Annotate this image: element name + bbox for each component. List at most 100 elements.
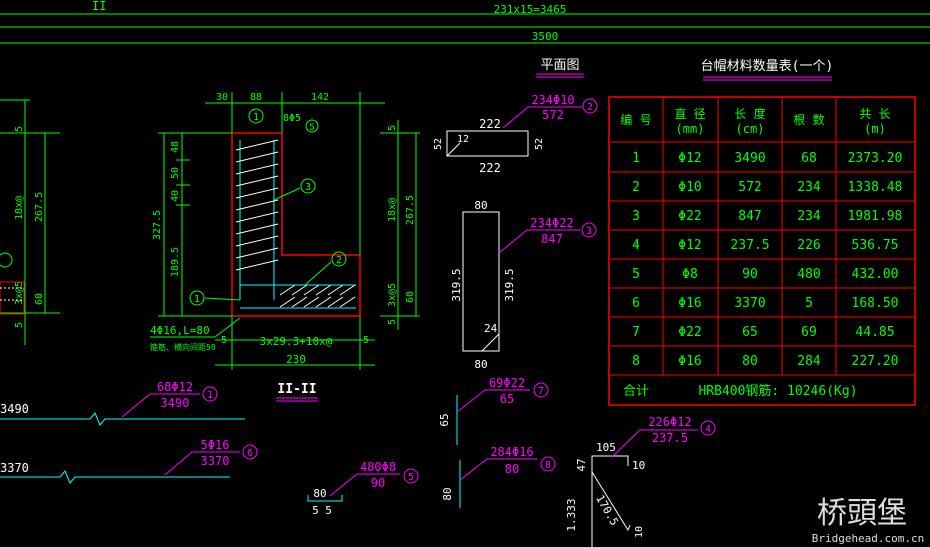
s5-len: 90 [371,476,385,490]
material-table: 台帽材料数量表(一个) 编 号 直 径(mm) 长 度(cm) 根 数 共 长(… [608,58,916,406]
table-cell: 2373.20 [848,151,903,166]
callout-bar-label: 8Φ5 [283,113,301,124]
callout-2: 2 [336,255,342,266]
s2-wbot: 222 [479,161,501,175]
s6-num: 6 [247,448,253,459]
sec-dim-30: 30 [216,92,228,103]
table-cell: 3490 [734,151,765,166]
s7-num: 7 [538,386,544,397]
callout-3: 3 [305,182,311,193]
section-mark: II [92,0,106,13]
sec-dim-r3x5: 3x@5 [387,283,398,307]
table-cell: 226 [797,238,820,253]
s7-len: 65 [500,392,514,406]
s3-right: 319.5 [503,268,516,301]
table-title: 台帽材料数量表(一个) [701,58,834,74]
s4-top: 105 [596,441,616,454]
table-cell: 234 [797,180,821,195]
table-cell: 68 [801,151,817,166]
table-cell: 5 [632,267,640,282]
table-cell: 480 [797,267,820,282]
table-cell: 284 [797,354,821,369]
s3-len: 847 [541,232,563,246]
watermark-url: Bridgehead.com.cn [812,532,925,545]
table-cell: Φ16 [678,354,701,369]
table-cell: Φ22 [678,209,701,224]
s2-hook: 12 [457,134,469,145]
table-cell: 2 [632,180,640,195]
table-cell: 1338.48 [848,180,903,195]
table-cell: Φ12 [678,151,701,166]
th-total: 共 长(m) [859,107,890,136]
sec-dim-327: 327.5 [152,210,163,240]
th-no: 编 号 [620,112,651,127]
rebar-shape-5: 80 5 5 480Φ8 90 5 [307,460,419,517]
table-cell: 237.5 [730,238,769,253]
callout-1-bot: 1 [194,294,200,305]
table-cell: 227.20 [852,354,899,369]
table-cell: 65 [742,325,758,340]
s6-label: 5Φ16 [201,438,230,452]
left-dim-3x5: 3x@5 [14,281,25,305]
s4-num: 4 [705,424,711,435]
s2-len: 572 [542,108,564,122]
table-cell: 80 [742,354,758,369]
s4-left: 47 [575,458,588,471]
s3-top: 80 [474,199,487,212]
s3-label: 234Φ22 [530,216,573,230]
left-dim-5b: 5 [14,322,25,328]
dim-top-label: 231x15=3465 [494,3,567,16]
left-dim-267: 267.5 [34,192,45,222]
th-len: 长 度(cm) [734,106,765,136]
table-cell: 6 [632,296,640,311]
table-cell: 3370 [734,296,765,311]
th-dia: 直 径(mm) [674,107,705,136]
sec-dim-r267: 267.5 [405,195,416,225]
table-cell: 7 [632,325,640,340]
left-dim-60: 60 [34,293,45,305]
s1-len: 3490 [161,396,190,410]
s4-hook: 10 [632,459,645,472]
table-cell: 69 [801,325,817,340]
table-cell: 432.00 [852,267,899,282]
s5-w: 80 [313,487,326,500]
s4-diag: 170.5 [593,493,621,528]
sec-dim-50: 50 [170,167,181,179]
table-cell: 536.75 [852,238,899,253]
th-cnt: 根 数 [793,112,824,127]
sec-dim-88: 88 [250,92,262,103]
sec-dim-r5: 5 [387,125,398,131]
sec-dim-b5b: 5 [363,335,369,346]
plan-title: 平面图 [540,58,579,73]
sec-dim-r5b: 5 [387,319,398,325]
rebar-shape-3: 80 80 319.5 319.5 24 234Φ22 847 3 [450,199,597,371]
sec-dim-r18: 18x@ [387,198,398,222]
table-cell: 5 [805,296,813,311]
rebar-shape-4: 105 47 10 170.5 1.333 10 226Φ12 237.5 4 [565,415,716,547]
table-cell: 168.50 [852,296,899,311]
rebar-shape-8: 80 284Φ16 80 8 [441,445,556,508]
table-cell: 8 [632,354,640,369]
s4-vert: 1.333 [565,498,578,531]
table-cell: 1 [632,151,640,166]
rebar-shape-2: 222 222 52 52 12 234Φ10 572 2 [433,93,598,175]
s7-side: 65 [438,413,451,426]
rebar-shape-7: 65 69Φ22 65 7 [438,376,549,445]
sec-dim-142: 142 [311,92,329,103]
table-cell: 234 [797,209,821,224]
s2-right: 52 [534,138,545,150]
s6-len: 3370 [201,454,230,468]
s5-num: 5 [408,472,414,483]
note-line1: 4Φ16,L=80 [150,324,210,337]
table-cell: 4 [632,238,640,253]
s6-bar: 3370 [0,461,29,475]
s2-wtop: 222 [479,117,501,131]
s1-label: 68Φ12 [157,380,193,394]
sec-dim-189: 189.5 [170,247,181,277]
sec-dim-width: 230 [286,353,306,366]
table-cell: 44.85 [855,325,894,340]
s1-num: 1 [207,390,213,401]
table-cell: 3 [632,209,640,224]
